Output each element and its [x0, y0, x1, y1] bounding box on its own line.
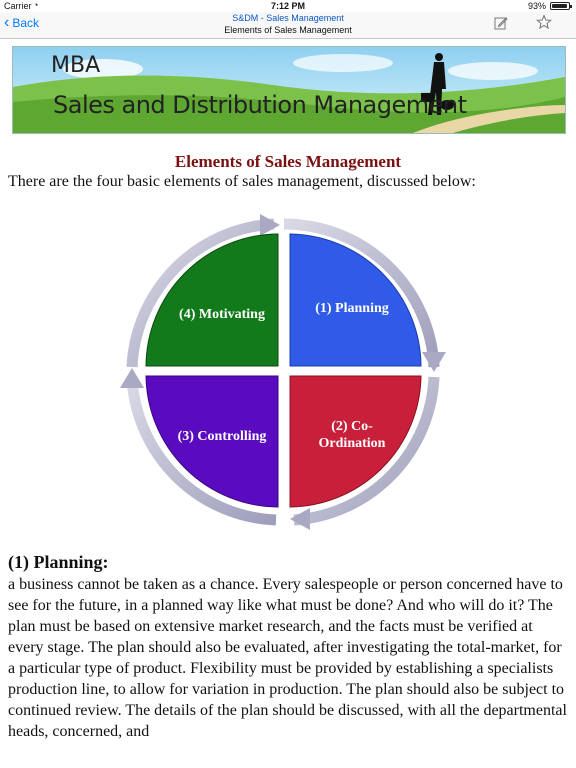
battery-percent: 93% — [527, 1, 546, 11]
cycle-arrowheads — [120, 214, 446, 530]
battery-icon — [550, 2, 572, 10]
label-motivating: (4) Motivating — [179, 307, 265, 322]
banner-title-text: Sales and Distribution Management — [53, 91, 467, 119]
page-title: Elements of Sales Management — [174, 152, 402, 171]
nav-subtitle: Elements of Sales Management — [224, 25, 352, 35]
label-coordination-line2: Ordination — [319, 436, 386, 451]
quadrant-coordination — [289, 375, 422, 508]
banner-mba-text: MBA — [51, 53, 101, 78]
quadrant-controlling — [145, 375, 279, 508]
businessman-silhouette — [421, 53, 454, 115]
back-button[interactable]: ‹ Back — [4, 15, 39, 31]
navigation-bar: ‹ Back S&DM - Sales Management Elements … — [0, 12, 576, 39]
section-body-planning: a business cannot be taken as a chance. … — [8, 576, 567, 740]
wifi-icon: ◔ — [33, 0, 39, 10]
quadrant-planning — [289, 233, 422, 367]
carrier-label: Carrier — [4, 1, 32, 11]
intro-text: There are the four basic elements of sal… — [8, 173, 476, 190]
banner-landscape — [13, 47, 565, 133]
back-label: Back — [12, 16, 40, 30]
label-controlling: (3) Controlling — [178, 429, 267, 444]
cycle-arrow-ring — [126, 218, 440, 526]
status-time: 7:12 PM — [270, 1, 305, 11]
sales-management-cycle-diagram: (1) Planning (2) Co- Ordination (3) Cont… — [120, 214, 446, 530]
nav-title: S&DM - Sales Management — [232, 13, 344, 23]
label-planning: (1) Planning — [315, 301, 389, 316]
section-heading-planning: (1) Planning: — [8, 552, 109, 572]
banner-image: MBA Sales and Distribution Management — [12, 46, 566, 134]
label-coordination-line1: (2) Co- — [331, 419, 373, 434]
chevron-left-icon: ‹ — [4, 14, 10, 31]
quadrant-motivating — [145, 233, 279, 367]
edit-icon[interactable] — [494, 16, 508, 30]
status-bar: Carrier ◔ 7:12 PM 93% — [0, 0, 576, 12]
star-icon[interactable] — [536, 14, 552, 30]
